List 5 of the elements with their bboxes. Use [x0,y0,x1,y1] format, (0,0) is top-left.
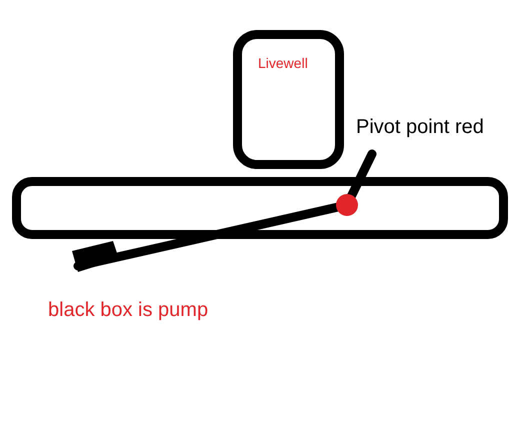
tank-bar [12,177,508,239]
pump-note: black box is pump [48,299,208,322]
box-label: Livewell [258,55,308,71]
livewell-box [233,30,344,169]
pivot-note: Pivot point red [356,116,484,139]
